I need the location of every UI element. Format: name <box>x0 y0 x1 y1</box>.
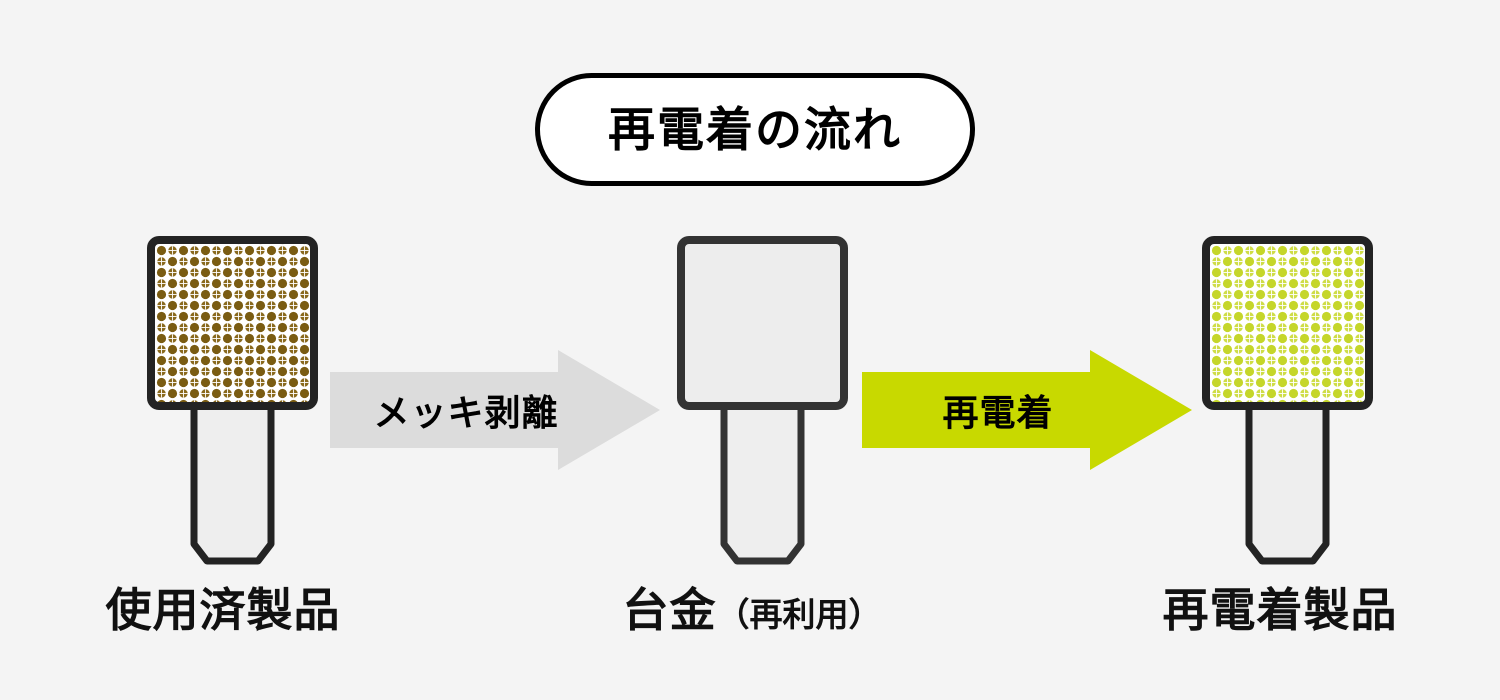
tool-figure-base-metal <box>675 234 850 569</box>
page-title: 再電着の流れ <box>608 103 902 156</box>
process-arrow-re-electrodeposition: 再電着 <box>862 350 1192 470</box>
tool-shank <box>190 398 275 565</box>
tool-figure-used-product <box>145 234 320 569</box>
caption-replated-product: 再電着製品 <box>1050 585 1500 636</box>
caption-sub-text: （再利用） <box>716 596 882 633</box>
caption-used-product: 使用済製品 <box>0 585 453 636</box>
arrow-shape <box>862 350 1192 470</box>
tool-head-plated <box>147 236 318 410</box>
process-arrow-strip-plating: メッキ剥離 <box>330 350 660 470</box>
diagram-title-badge: 再電着の流れ <box>535 73 975 186</box>
caption-base-metal: 台金（再利用） <box>522 585 982 636</box>
arrow-shape <box>330 350 660 470</box>
caption-main-text: 再電着製品 <box>1162 584 1398 636</box>
tool-figure-replated-product <box>1200 234 1375 569</box>
caption-main-text: 使用済製品 <box>105 584 341 636</box>
caption-main-text: 台金 <box>622 584 717 636</box>
tool-head-bare <box>677 236 848 410</box>
tool-head-replated <box>1202 236 1373 410</box>
tool-shank <box>1245 398 1330 565</box>
tool-shank <box>720 398 805 565</box>
